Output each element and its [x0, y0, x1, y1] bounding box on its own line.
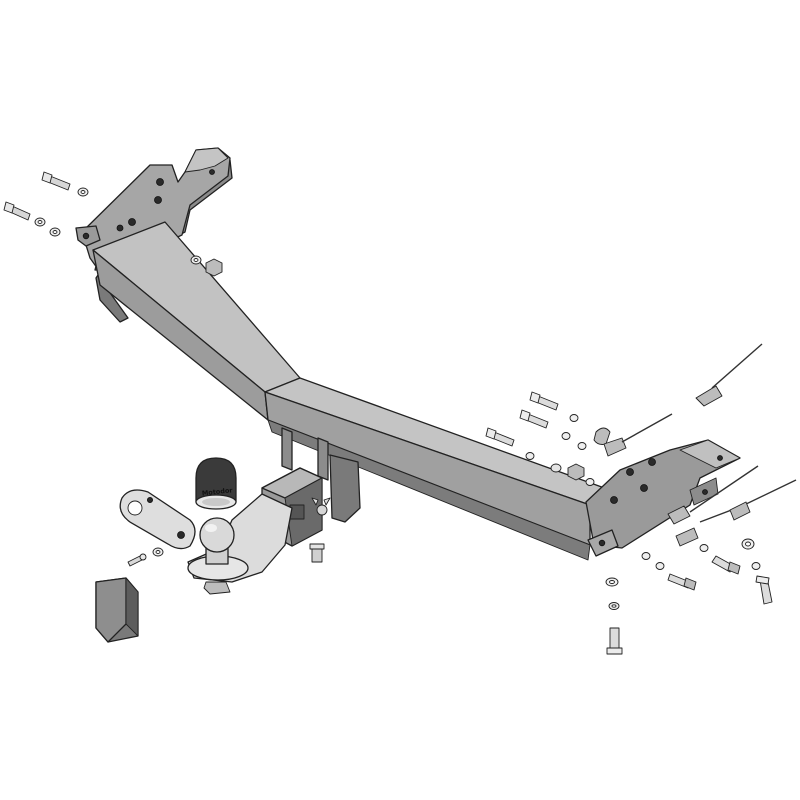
socket-screw: [127, 547, 164, 567]
ball-cover-brand: Motodor: [201, 486, 233, 497]
bracket-hole: [128, 218, 136, 226]
receiver-cap: [95, 577, 139, 643]
hitch-pin: [316, 504, 328, 516]
right-mounting-bracket: [585, 439, 741, 557]
top-left-bolts: [3, 171, 223, 277]
main-crossbeam: [92, 221, 611, 561]
tow-ball-assembly: [187, 493, 293, 595]
right-hardware: [485, 343, 797, 655]
ball-cover: Motodor: [195, 457, 237, 510]
bracket-hole: [209, 169, 215, 175]
tow-ball: [199, 517, 235, 553]
bracket-hole: [116, 224, 124, 232]
bracket-hole: [154, 196, 162, 204]
bracket-hole: [156, 178, 164, 186]
socket-plate: [119, 489, 196, 550]
